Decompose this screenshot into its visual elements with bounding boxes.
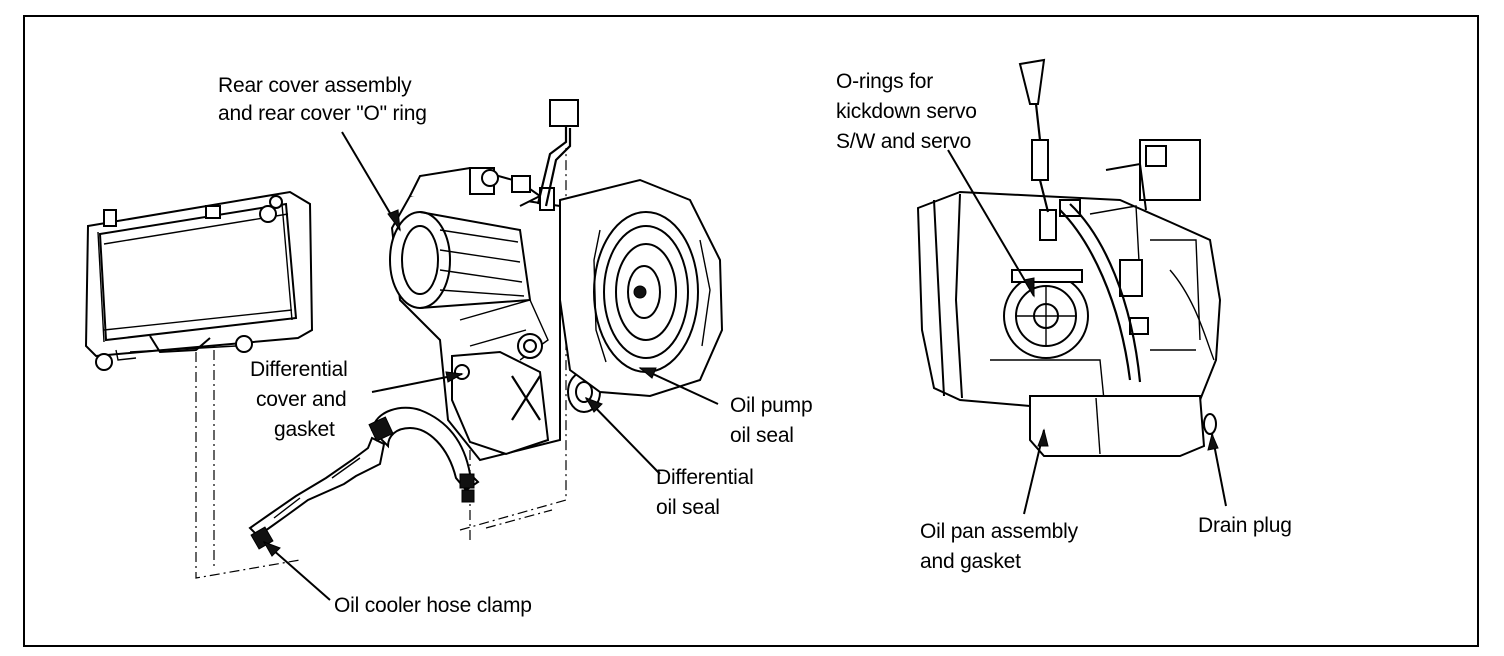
label-kickdown-orings-line2: kickdown servo [836,100,977,123]
label-oil-cooler-clamp-line1: Oil cooler hose clamp [334,594,532,617]
label-oil-pump-seal-line2: oil seal [730,424,794,447]
diagram-frame [23,15,1479,647]
label-rear-cover-line1: Rear cover assembly [218,74,412,97]
transaxle-right [916,58,1222,457]
label-oil-pan-line1: Oil pan assembly [920,520,1079,543]
label-differential-seal: Differential oil seal [656,466,759,519]
leader-arrows [262,131,1227,601]
label-drain-plug: Drain plug [1198,514,1292,537]
label-kickdown-orings-line1: O-rings for [836,70,933,93]
label-differential-cover-line2: cover and [256,388,346,411]
label-differential-cover-line3: gasket [274,418,335,441]
transaxle-left [389,99,724,462]
label-kickdown-orings-line3: S/W and servo [836,130,971,153]
label-differential-seal-line2: oil seal [656,496,720,519]
label-oil-pan: Oil pan assembly and gasket [920,520,1084,573]
label-differential-cover: Differential cover and gasket [250,358,353,441]
radiator [84,190,314,371]
label-differential-seal-line1: Differential [656,466,754,489]
label-rear-cover: Rear cover assembly and rear cover "O" r… [218,74,427,125]
label-oil-pump-seal-line1: Oil pump [730,394,812,417]
label-oil-pan-line2: and gasket [920,550,1021,573]
label-drain-plug-line1: Drain plug [1198,514,1292,537]
label-oil-cooler-clamp: Oil cooler hose clamp [334,594,532,617]
label-oil-pump-seal: Oil pump oil seal [730,394,818,447]
label-kickdown-orings: O-rings for kickdown servo S/W and servo [836,70,982,153]
label-rear-cover-line2: and rear cover "O" ring [218,102,427,125]
label-differential-cover-line1: Differential [250,358,348,381]
